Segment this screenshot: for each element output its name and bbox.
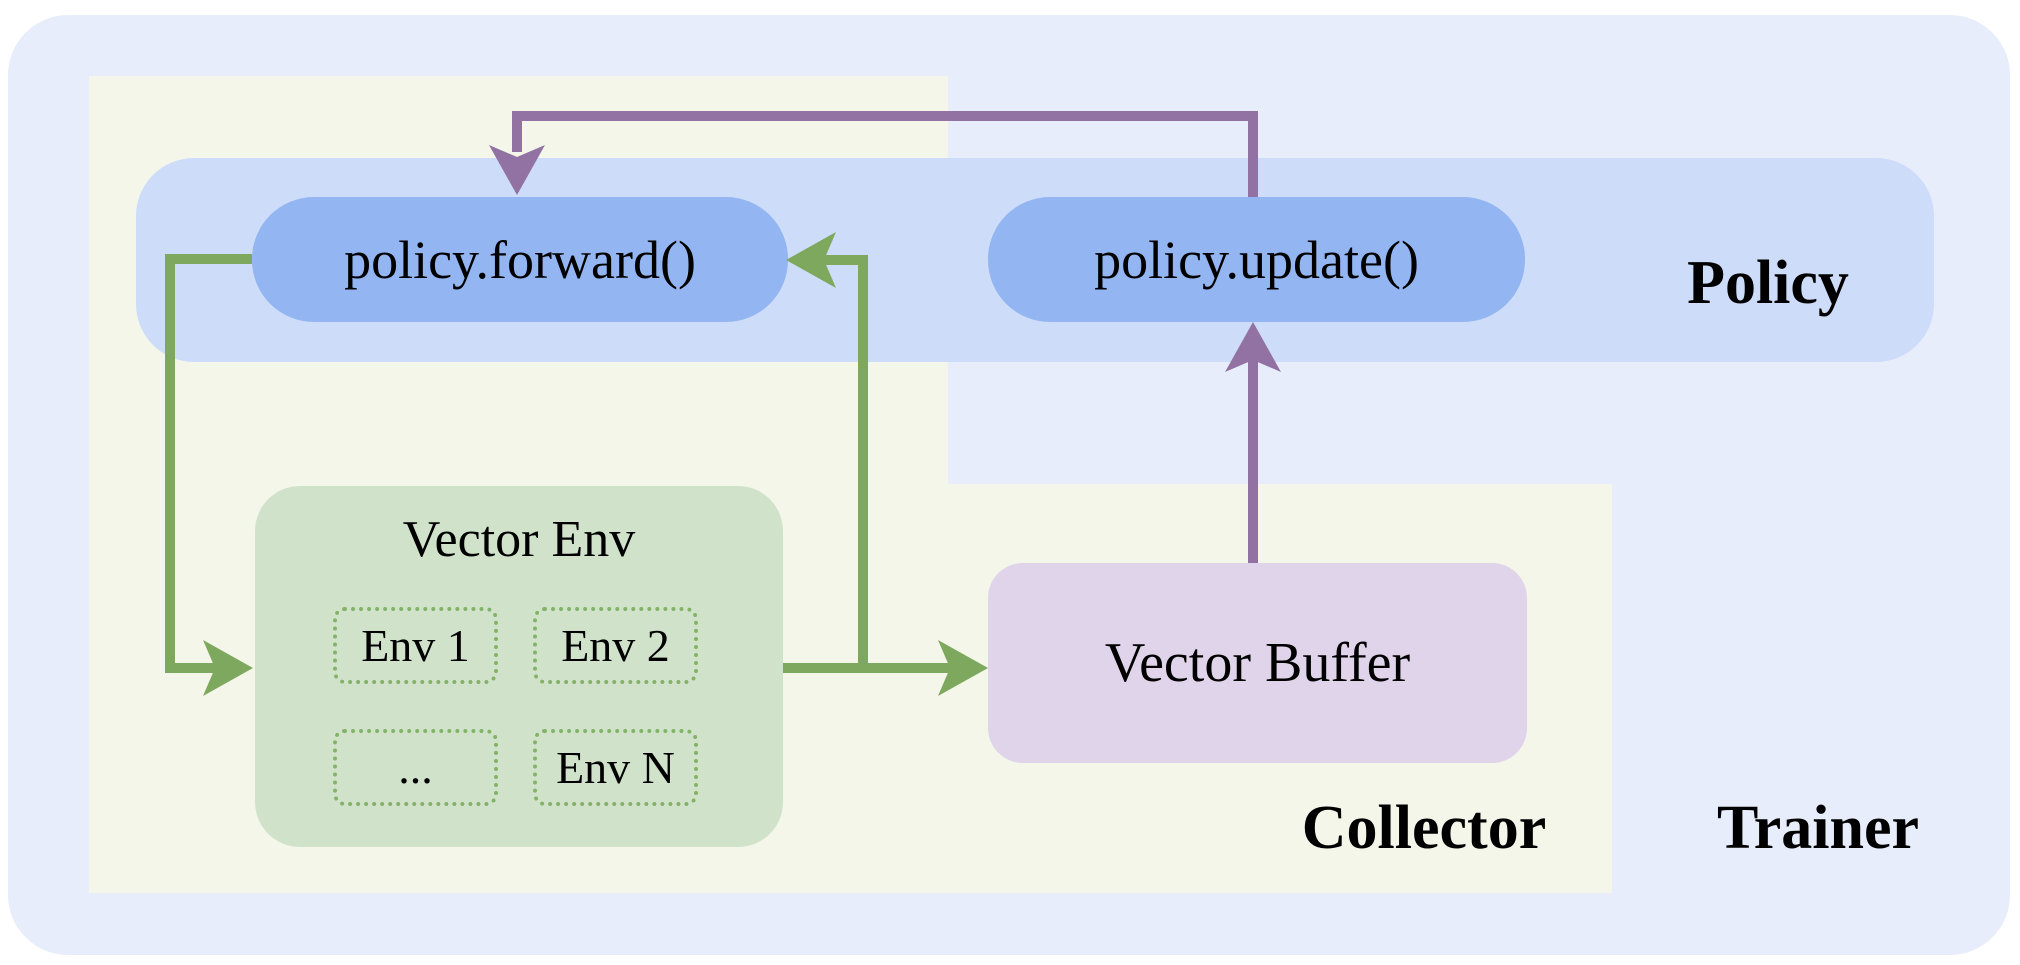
env-n-box: Env N bbox=[533, 729, 698, 806]
env-1-label: Env 1 bbox=[361, 620, 470, 671]
env-2-label: Env 2 bbox=[561, 620, 670, 671]
trainer-region-label: Trainer bbox=[1716, 794, 1919, 862]
collector-region-label: Collector bbox=[1301, 794, 1547, 862]
env-n-label: Env N bbox=[556, 742, 675, 793]
policy-region-label: Policy bbox=[1687, 249, 1849, 317]
policy-update-label: policy.update() bbox=[1094, 229, 1419, 290]
vector-env-title: Vector Env bbox=[402, 511, 636, 568]
env-ellipsis-box: ... bbox=[333, 729, 498, 806]
vector-buffer-node: Vector Buffer bbox=[988, 563, 1527, 763]
policy-forward-label: policy.forward() bbox=[344, 229, 696, 290]
env-1-box: Env 1 bbox=[333, 607, 498, 684]
env-ellipsis-label: ... bbox=[398, 742, 433, 793]
vector-env-node: Vector Env Env 1 Env 2 ... Env N bbox=[255, 486, 783, 847]
policy-forward-node: policy.forward() bbox=[252, 197, 788, 322]
vector-buffer-label: Vector Buffer bbox=[1104, 632, 1411, 694]
policy-update-node: policy.update() bbox=[988, 197, 1525, 322]
env-2-box: Env 2 bbox=[533, 607, 698, 684]
